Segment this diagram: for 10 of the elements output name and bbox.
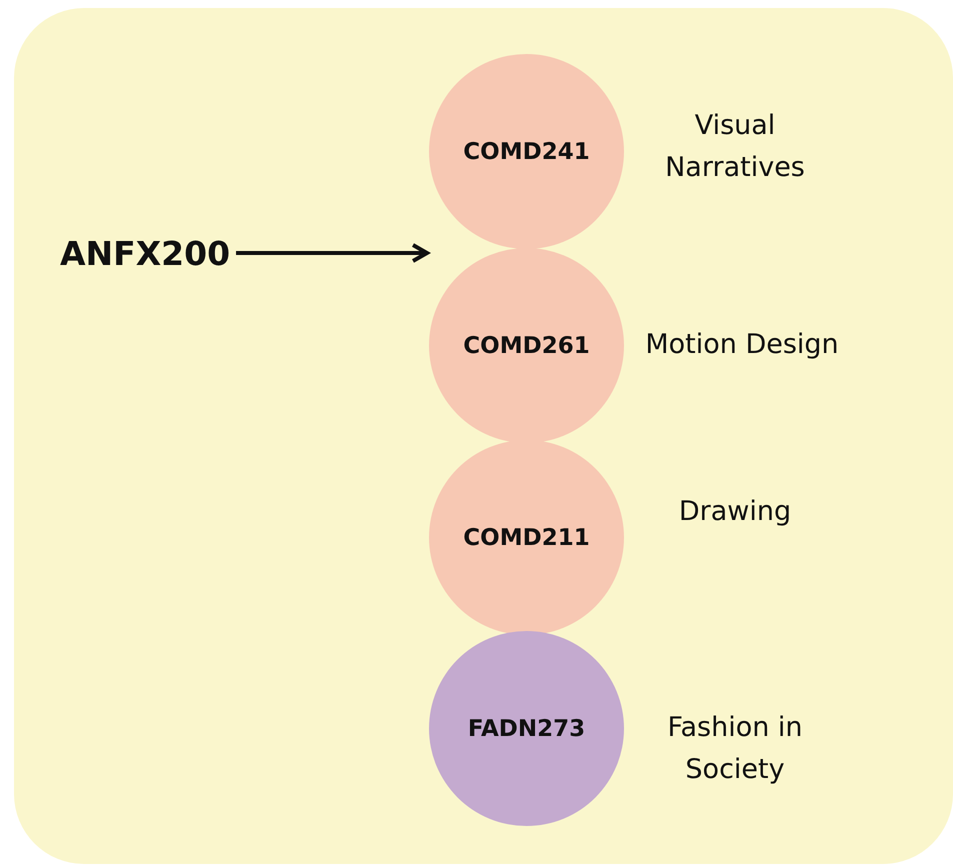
course-title: Visual Narratives xyxy=(664,109,806,185)
course-title: Fashion in Society xyxy=(666,711,804,787)
course-code: COMD241 xyxy=(463,138,590,164)
course-code: FADN273 xyxy=(468,716,586,742)
course-title: Motion Design xyxy=(644,328,840,362)
course-code: COMD211 xyxy=(463,524,590,550)
course-code: COMD261 xyxy=(463,332,590,358)
course-code-heading: ANFX200 xyxy=(60,234,230,272)
course-title: Drawing xyxy=(678,495,792,529)
arrow xyxy=(236,243,429,263)
